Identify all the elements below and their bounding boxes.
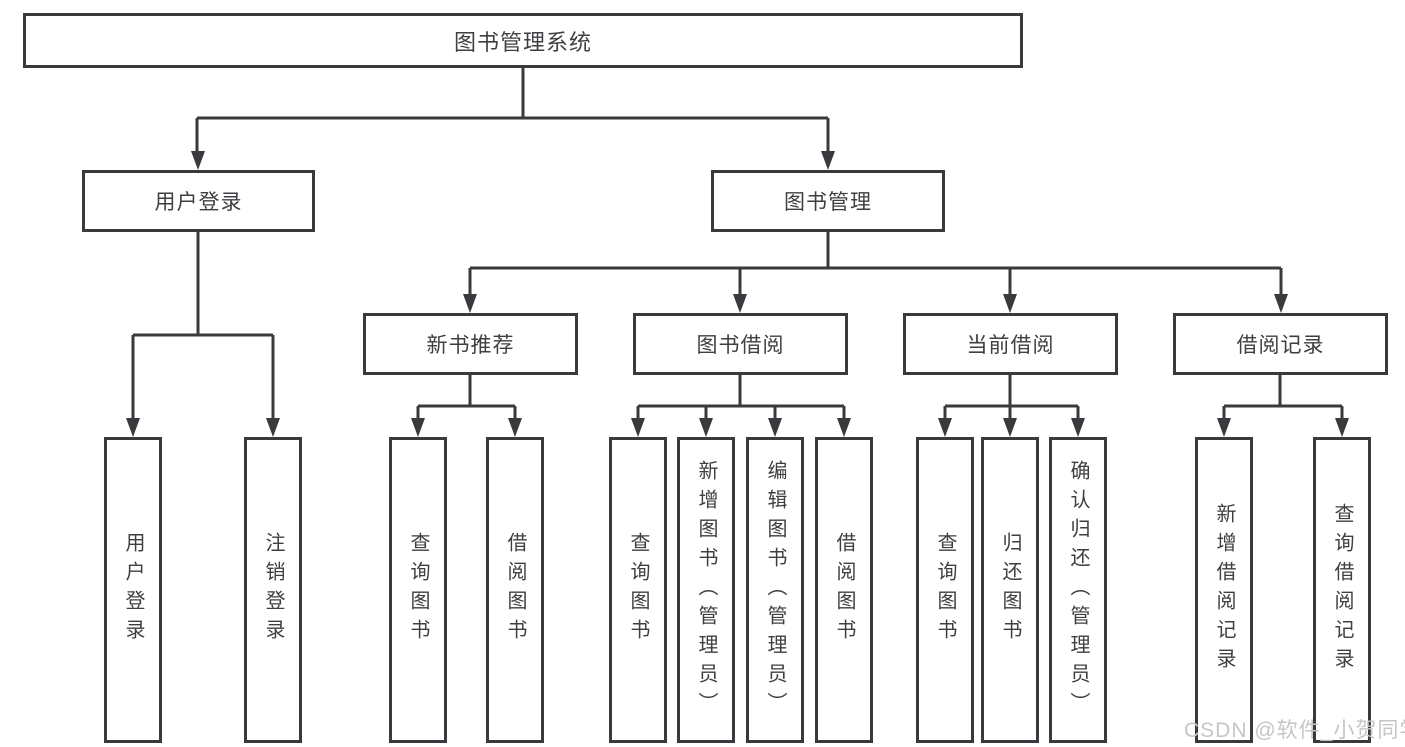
node-label: 查询图书 xyxy=(407,532,429,648)
node-new-book-recommend: 新书推荐 xyxy=(363,313,578,375)
node-label: 查询图书 xyxy=(934,532,956,648)
node-label: 图书管理 xyxy=(784,191,872,214)
node-label: 借阅图书 xyxy=(504,532,526,648)
leaf-query-books-1: 查询图书 xyxy=(389,437,447,743)
leaf-add-books-admin: 新增图书（管理员） xyxy=(677,437,735,743)
node-borrowing-records: 借阅记录 xyxy=(1173,313,1388,375)
node-label: 用户登录 xyxy=(122,532,144,648)
node-user-login: 用户登录 xyxy=(82,170,315,232)
node-label: 新书推荐 xyxy=(426,334,515,357)
node-label: 查询图书 xyxy=(627,532,649,648)
node-label: 注销登录 xyxy=(262,532,284,648)
node-label: 图书管理系统 xyxy=(453,29,592,55)
arrowheads xyxy=(126,151,1349,437)
leaf-borrow-books-2: 借阅图书 xyxy=(815,437,873,743)
node-label: 归还图书 xyxy=(999,532,1021,648)
leaf-query-books-2: 查询图书 xyxy=(609,437,667,743)
node-label: 新增图书（管理员） xyxy=(695,459,717,721)
node-label: 借阅图书 xyxy=(833,532,855,648)
leaf-query-books-3: 查询图书 xyxy=(916,437,974,743)
node-label: 新增借阅记录 xyxy=(1213,503,1235,677)
leaf-logout: 注销登录 xyxy=(244,437,302,743)
leaf-user-login: 用户登录 xyxy=(104,437,162,743)
node-label: 图书借阅 xyxy=(696,334,785,357)
node-label: 查询借阅记录 xyxy=(1331,503,1353,677)
node-library-management-system: 图书管理系统 xyxy=(23,13,1023,68)
node-label: 确认归还（管理员） xyxy=(1067,459,1089,721)
csdn-watermark: CSDN @软件_小贺同学 xyxy=(1184,719,1405,742)
leaf-return-books: 归还图书 xyxy=(981,437,1039,743)
node-book-borrowing: 图书借阅 xyxy=(633,313,848,375)
leaf-confirm-return-admin: 确认归还（管理员） xyxy=(1049,437,1107,743)
leaf-edit-books-admin: 编辑图书（管理员） xyxy=(746,437,804,743)
leaf-query-borrow-record: 查询借阅记录 xyxy=(1313,437,1371,743)
node-label: 借阅记录 xyxy=(1236,334,1325,357)
node-label: 用户登录 xyxy=(154,191,243,214)
node-book-management: 图书管理 xyxy=(711,170,945,232)
node-current-borrowing: 当前借阅 xyxy=(903,313,1118,375)
node-label: 当前借阅 xyxy=(966,334,1055,357)
leaf-add-borrow-record: 新增借阅记录 xyxy=(1195,437,1253,743)
leaf-borrow-books-1: 借阅图书 xyxy=(486,437,544,743)
node-label: 编辑图书（管理员） xyxy=(764,459,786,721)
